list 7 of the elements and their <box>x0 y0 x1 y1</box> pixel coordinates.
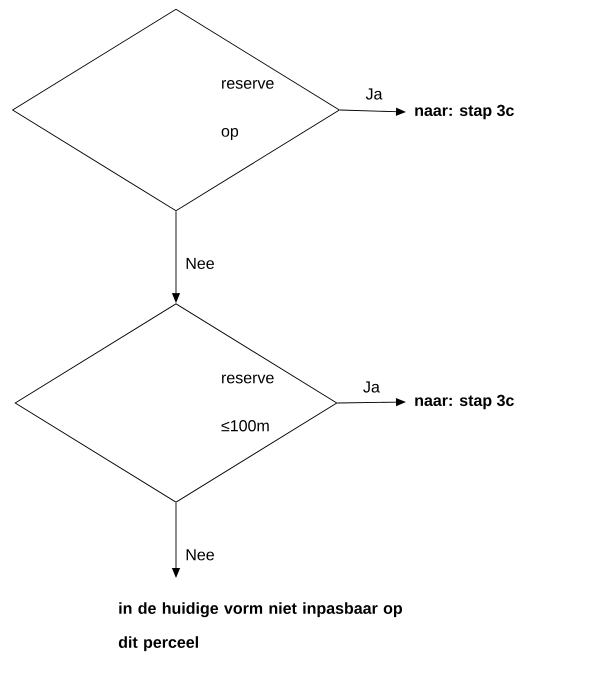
edge-label: Ja <box>366 88 382 100</box>
edge-label: Nee <box>186 258 214 269</box>
target-text: naar: stap 3c <box>415 394 514 410</box>
target-text: naar: stap 3c <box>415 104 514 120</box>
edge-label: Ja <box>363 381 380 393</box>
edge-label: Nee <box>186 549 214 560</box>
outcome-text: in de huidige vorm niet inpasbaar op dit perceel <box>118 602 402 652</box>
